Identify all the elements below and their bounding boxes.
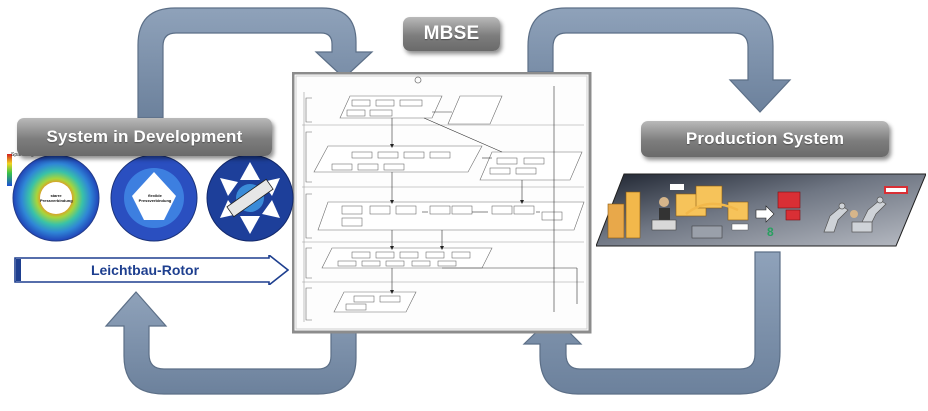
rotor-banner-label: Leichtbau-Rotor <box>90 262 200 278</box>
arrow-mbse-to-production-icon <box>527 7 792 113</box>
mbse-diagram-panel <box>292 72 592 334</box>
production-line-illustration: 8 <box>596 173 926 247</box>
rotor-caption-flexible: flexible Pressverbindung <box>138 193 172 203</box>
rotor-stress-plot <box>7 154 294 242</box>
mbse-label: MBSE <box>403 17 500 51</box>
svg-text:8: 8 <box>767 225 774 239</box>
rotor-banner-arrow-icon <box>14 255 289 285</box>
arrow-mbse-to-dev-icon <box>104 291 357 395</box>
rotor-caption-rigid: starre Pressverbindung <box>40 193 73 203</box>
system-in-development-label: System in Development <box>17 118 272 156</box>
production-system-label: Production System <box>641 121 889 157</box>
